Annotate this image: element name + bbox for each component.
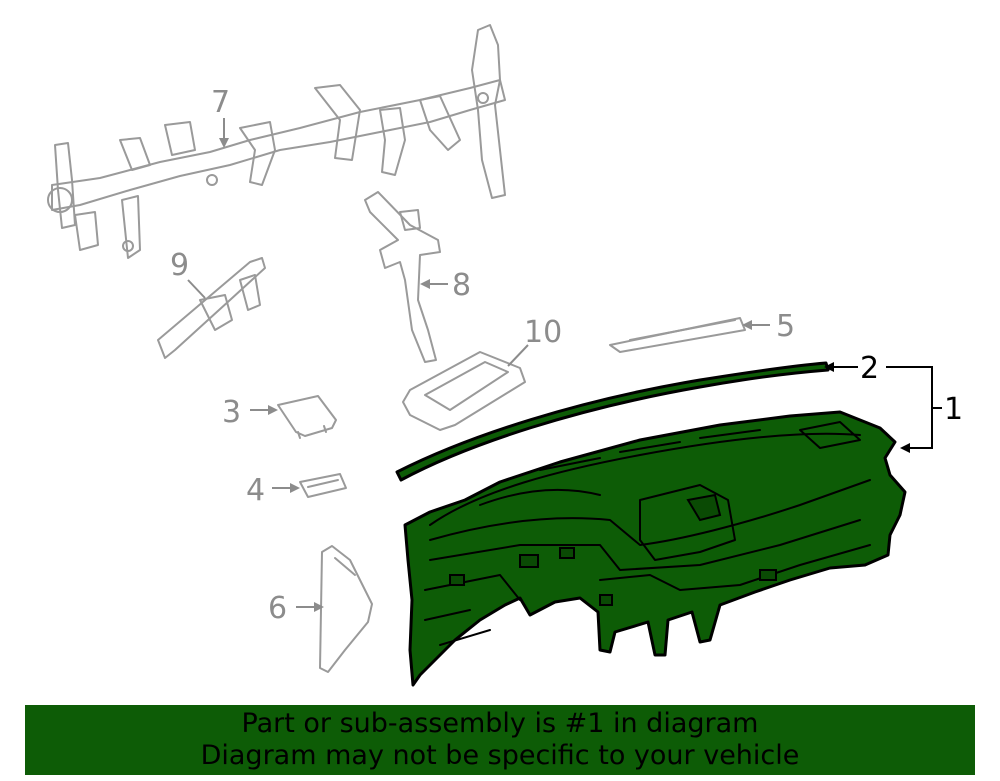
callout-2: 2 <box>860 351 879 386</box>
part-7-crossbeam[interactable]: 7 <box>47 24 506 259</box>
callout-10: 10 <box>524 315 562 350</box>
callout-3: 3 <box>222 395 241 430</box>
part-3-cover[interactable]: 3 <box>222 395 337 439</box>
callout-1: 1 <box>944 392 963 427</box>
callout-4: 4 <box>246 473 265 508</box>
part-9-brace[interactable]: 9 <box>157 248 266 359</box>
part-6-end-panel[interactable]: 6 <box>268 545 373 673</box>
banner-line-2: Diagram may not be specific to your vehi… <box>200 740 800 771</box>
callout-6: 6 <box>268 591 287 626</box>
callout-7: 7 <box>211 85 230 120</box>
part-5-defroster[interactable]: 5 <box>609 309 795 353</box>
part-4-insert[interactable]: 4 <box>246 473 347 508</box>
banner-line-1: Part or sub-assembly is #1 in diagram <box>241 708 759 739</box>
part-8-support[interactable]: 8 <box>364 191 471 363</box>
parts-diagram: 7 9 8 10 5 3 <box>47 24 963 687</box>
callout-9: 9 <box>170 248 189 283</box>
notice-banner: Part or sub-assembly is #1 in diagram Di… <box>25 705 975 775</box>
part-1-instrument-panel[interactable] <box>403 410 907 687</box>
part-10-glovebox[interactable]: 10 <box>402 315 562 431</box>
part-2-trim-strip[interactable] <box>395 361 830 482</box>
callout-8: 8 <box>452 268 471 303</box>
callout-bracket-1-2: 2 1 <box>824 351 963 453</box>
callout-5: 5 <box>776 309 795 344</box>
